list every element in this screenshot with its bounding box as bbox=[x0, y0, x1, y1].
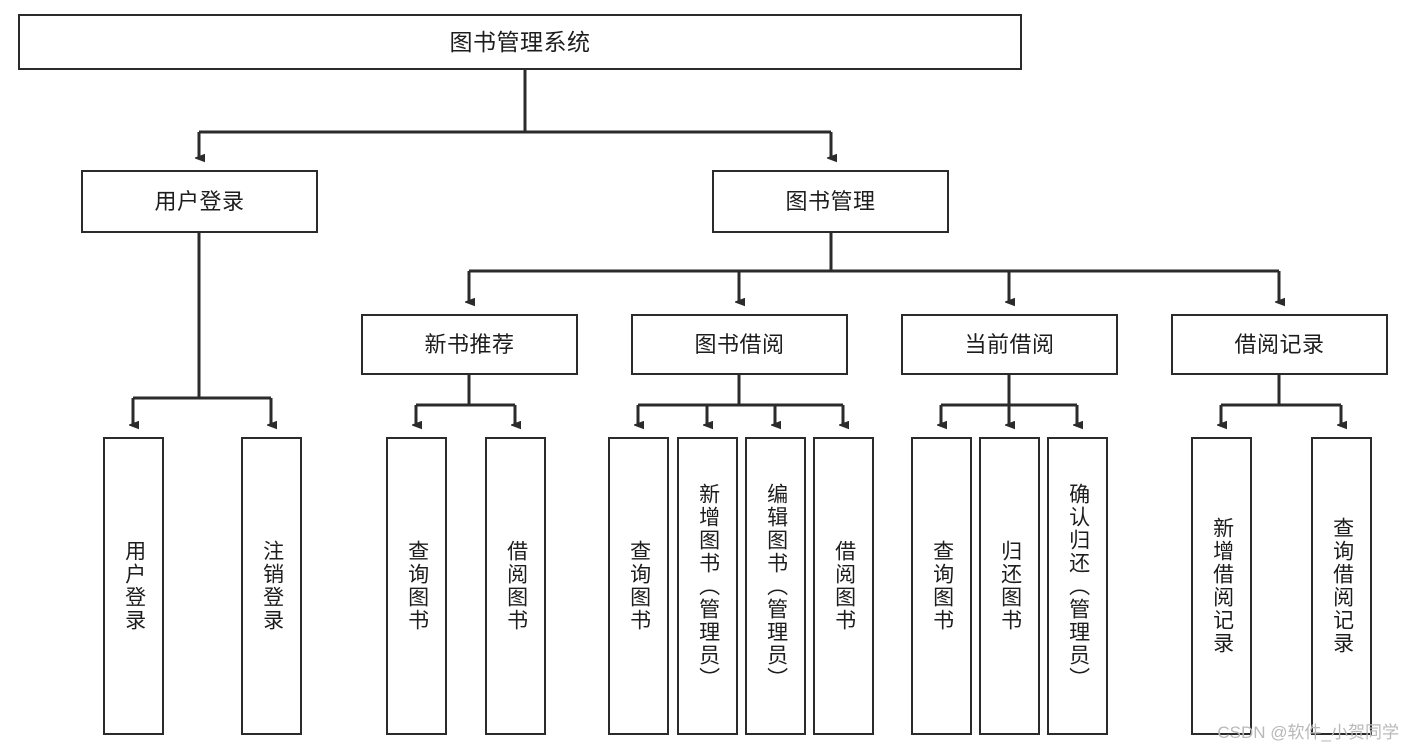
node-leaf-query-book-a-label: 查询图书 bbox=[405, 540, 429, 632]
node-leaf-return-book[interactable]: 归还图书 bbox=[979, 437, 1040, 735]
node-leaf-query-book-c-label: 查询图书 bbox=[930, 540, 954, 632]
node-leaf-query-book-c[interactable]: 查询图书 bbox=[911, 437, 972, 735]
node-leaf-add-record-label: 新增借阅记录 bbox=[1210, 517, 1234, 655]
node-leaf-user-login[interactable]: 用户登录 bbox=[103, 437, 164, 735]
node-leaf-logout-label: 注销登录 bbox=[260, 540, 284, 632]
node-leaf-add-book[interactable]: 新增图书（管理员） bbox=[677, 437, 738, 735]
node-leaf-borrow-book-a[interactable]: 借阅图书 bbox=[485, 437, 546, 735]
edge-bookborrow-to-leaves bbox=[638, 375, 843, 425]
node-leaf-query-book-b[interactable]: 查询图书 bbox=[608, 437, 669, 735]
edge-newbook-to-leaves bbox=[416, 375, 515, 425]
node-leaf-edit-book[interactable]: 编辑图书（管理员） bbox=[745, 437, 806, 735]
node-root-label: 图书管理系统 bbox=[449, 28, 591, 55]
node-leaf-borrow-book-b[interactable]: 借阅图书 bbox=[813, 437, 874, 735]
node-leaf-return-book-label: 归还图书 bbox=[998, 540, 1022, 632]
edge-currentborrow-to-leaves bbox=[941, 375, 1077, 425]
node-leaf-add-book-label: 新增图书（管理员） bbox=[696, 482, 720, 690]
edge-root-to-level1 bbox=[199, 70, 831, 158]
node-leaf-query-book-a[interactable]: 查询图书 bbox=[386, 437, 447, 735]
node-book-borrow[interactable]: 图书借阅 bbox=[631, 314, 848, 375]
node-leaf-confirm-return[interactable]: 确认归还（管理员） bbox=[1047, 437, 1108, 735]
node-leaf-edit-book-label: 编辑图书（管理员） bbox=[764, 482, 788, 690]
node-current-borrow-label: 当前借阅 bbox=[964, 331, 1055, 357]
node-book-borrow-label: 图书借阅 bbox=[694, 331, 785, 357]
watermark-text: CSDN @软件_小贺同学 bbox=[1217, 723, 1399, 742]
edge-bookmanage-to-level2 bbox=[469, 233, 1279, 302]
node-book-manage[interactable]: 图书管理 bbox=[712, 170, 949, 233]
node-root[interactable]: 图书管理系统 bbox=[18, 14, 1022, 70]
node-leaf-borrow-book-b-label: 借阅图书 bbox=[832, 540, 856, 632]
node-leaf-query-record-label: 查询借阅记录 bbox=[1330, 517, 1354, 655]
node-leaf-query-book-b-label: 查询图书 bbox=[627, 540, 651, 632]
node-leaf-user-login-label: 用户登录 bbox=[122, 540, 146, 632]
node-book-manage-label: 图书管理 bbox=[785, 188, 876, 214]
node-leaf-confirm-return-label: 确认归还（管理员） bbox=[1066, 482, 1090, 690]
node-leaf-query-record[interactable]: 查询借阅记录 bbox=[1311, 437, 1372, 735]
node-current-borrow[interactable]: 当前借阅 bbox=[901, 314, 1118, 375]
node-leaf-add-record[interactable]: 新增借阅记录 bbox=[1191, 437, 1252, 735]
node-borrow-record-label: 借阅记录 bbox=[1234, 331, 1325, 357]
node-leaf-borrow-book-a-label: 借阅图书 bbox=[504, 540, 528, 632]
node-new-book-recommend-label: 新书推荐 bbox=[424, 331, 515, 357]
node-borrow-record[interactable]: 借阅记录 bbox=[1171, 314, 1388, 375]
node-user-login[interactable]: 用户登录 bbox=[81, 170, 318, 233]
node-user-login-label: 用户登录 bbox=[154, 188, 245, 214]
node-leaf-logout[interactable]: 注销登录 bbox=[241, 437, 302, 735]
edge-userlogin-to-leaves bbox=[133, 233, 271, 425]
edge-borrowrecord-to-leaves bbox=[1221, 375, 1341, 425]
node-new-book-recommend[interactable]: 新书推荐 bbox=[361, 314, 578, 375]
